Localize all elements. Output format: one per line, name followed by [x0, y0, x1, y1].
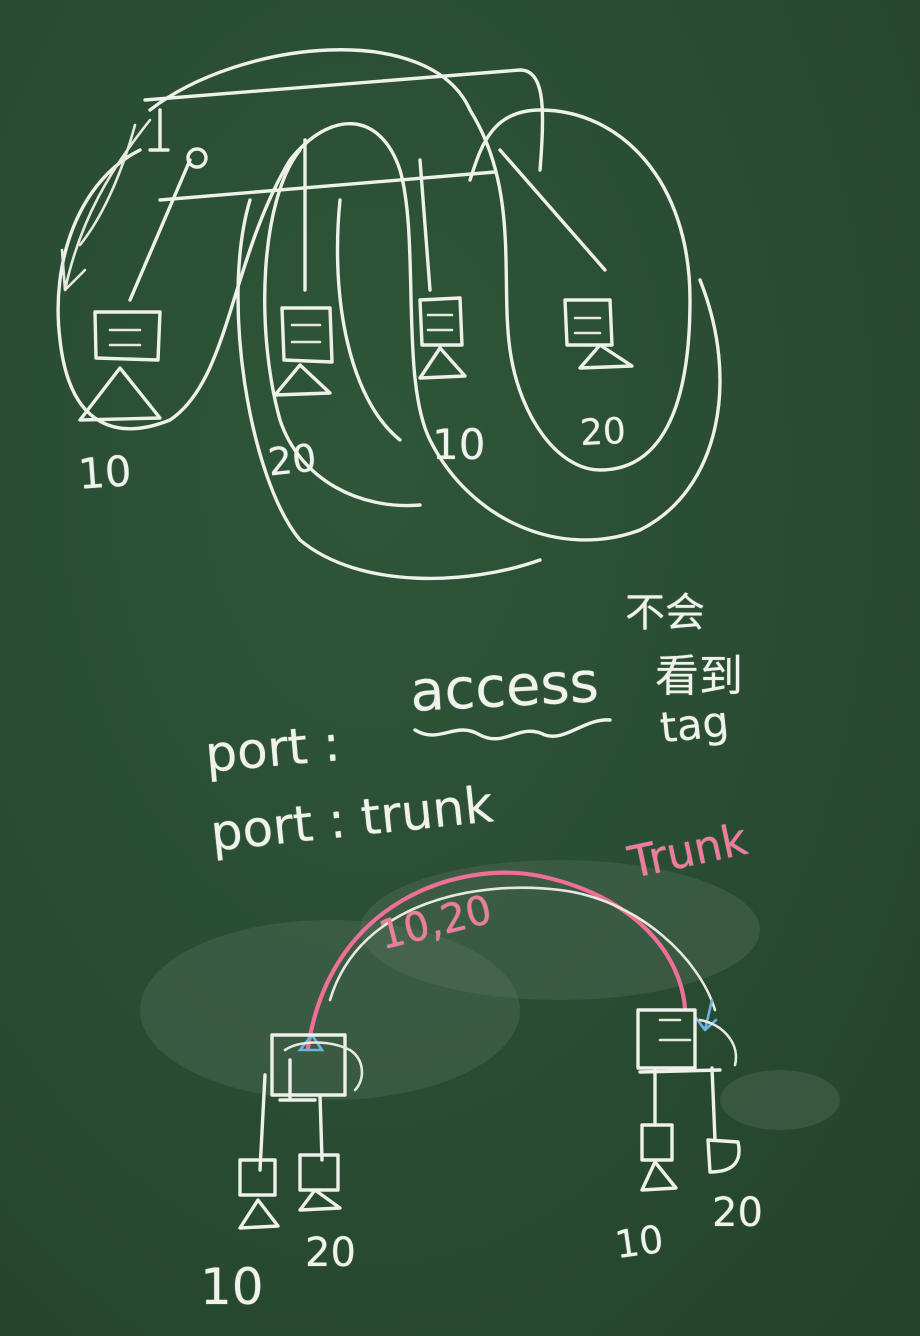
top-pc-icons [78, 296, 634, 422]
left-switch-vlan-20: 20 [305, 1230, 356, 1276]
access-underline [413, 718, 612, 741]
left-switch [238, 1033, 364, 1230]
top-vlan-label-4: 20 [578, 410, 627, 455]
port-access-word: access [408, 650, 601, 725]
top-vlan-label-1: 10 [76, 446, 134, 499]
top-vlan-label-2: 20 [265, 435, 319, 485]
top-vlan-label-3: 10 [432, 420, 486, 469]
left-switch-vlan-10: 10 [200, 1258, 264, 1316]
access-aside-line-c: tag [657, 696, 732, 753]
port-access-prefix: port : [202, 714, 343, 784]
right-switch [636, 1008, 741, 1192]
access-aside-line-a: 不会 [625, 590, 705, 636]
top-wire-loops [56, 48, 722, 581]
access-aside-line-b: 看到 [655, 651, 743, 702]
right-switch-vlan-10: 10 [612, 1216, 667, 1268]
right-switch-vlan-20: 20 [712, 1190, 763, 1236]
